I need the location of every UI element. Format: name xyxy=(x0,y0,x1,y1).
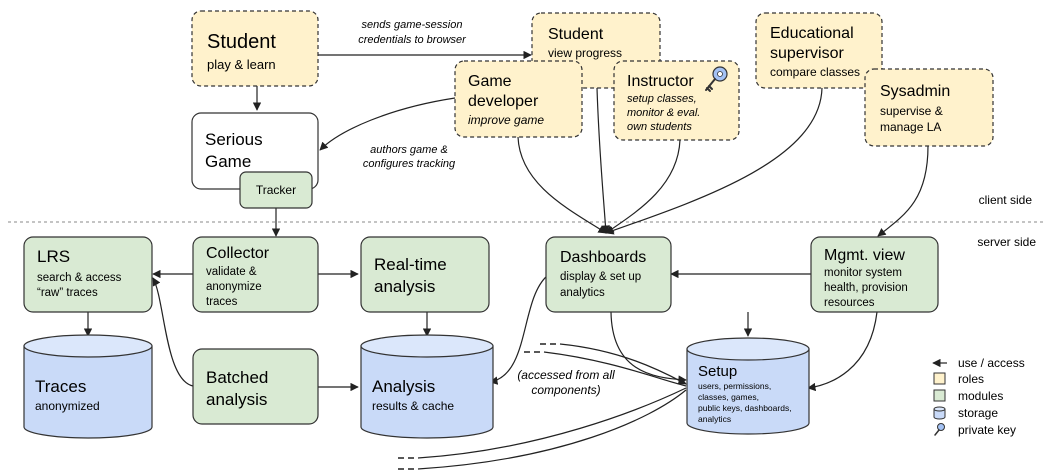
legend-modules-label: modules xyxy=(958,389,1003,403)
role-sysadmin-sub-2: manage LA xyxy=(880,120,941,134)
role-game-developer-title-1: Game xyxy=(468,73,512,90)
accessed-label-2: components) xyxy=(531,383,600,397)
module-mgmt-sub-3: resources xyxy=(824,297,875,309)
tracker-label: Tracker xyxy=(256,183,296,197)
edge-dashboards-to-setup xyxy=(610,311,687,384)
edge-all-to-setup-1 xyxy=(559,343,687,385)
module-lrs-sub-1: search & access xyxy=(37,272,122,284)
edge-all-to-setup-4 xyxy=(417,389,687,470)
module-mgmt-sub-1: monitor system xyxy=(824,267,902,279)
module-collector-title: Collector xyxy=(206,245,270,262)
module-collector-sub-1: validate & xyxy=(206,266,257,278)
accessed-label-1: (accessed from all xyxy=(517,368,615,382)
serious-game-title-2: Game xyxy=(205,152,251,171)
instructor-private-key-icon xyxy=(705,66,728,92)
edge-developer-to-game xyxy=(319,97,456,151)
module-collector-sub-2: anonymize xyxy=(206,281,262,293)
legend-storage: storage xyxy=(933,406,998,420)
role-sysadmin: Sysadmin supervise & manage LA xyxy=(864,68,994,147)
legend-storage-label: storage xyxy=(958,406,998,420)
edge-all-to-setup-3 xyxy=(417,387,687,459)
role-instructor-sub-2: monitor & eval. xyxy=(627,107,700,119)
storage-analysis: Analysis results & cache xyxy=(360,334,494,439)
legend-modules: modules xyxy=(933,389,1003,403)
legend-roles-label: roles xyxy=(958,372,984,386)
edge-batched-to-lrs xyxy=(152,277,194,387)
module-lrs-title: LRS xyxy=(37,247,70,266)
serious-game-title-1: Serious xyxy=(205,130,263,149)
legend-roles: roles xyxy=(933,372,984,386)
legend-private-key: private key xyxy=(934,423,1016,437)
module-mgmt-view: Mgmt. view monitor system health, provis… xyxy=(810,236,939,313)
edge-instructor-to-dashboards xyxy=(605,139,681,234)
role-instructor-sub-1: setup classes, xyxy=(627,93,697,105)
storage-analysis-title: Analysis xyxy=(372,377,435,396)
module-dashboards-sub-2: analytics xyxy=(560,287,605,299)
legend-use-access-label: use / access xyxy=(958,356,1025,370)
storage-setup-sub-3: public keys, dashboards, xyxy=(698,403,792,413)
sends-label-1: sends game-session xyxy=(362,19,463,31)
module-dashboards: Dashboards display & set up analytics xyxy=(545,236,672,313)
legend-use-access: use / access xyxy=(932,356,1025,370)
role-edu-supervisor-title-2: supervisor xyxy=(770,45,844,62)
storage-setup-title: Setup xyxy=(698,363,737,380)
client-side-label: client side xyxy=(979,193,1033,207)
module-batched-title-1: Batched xyxy=(206,368,268,387)
edge-mgmt-to-setup xyxy=(807,311,878,392)
role-instructor-title: Instructor xyxy=(627,73,694,90)
module-collector-sub-3: traces xyxy=(206,296,238,308)
role-student-view-title: Student xyxy=(548,26,604,43)
legend-private-key-label: private key xyxy=(958,423,1016,437)
storage-setup-sub-1: users, permissions, xyxy=(698,381,771,391)
authors-label-1: authors game & xyxy=(370,144,448,156)
role-student-play-sub: play & learn xyxy=(207,57,276,72)
storage-setup: Setup users, permissions, classes, games… xyxy=(686,337,810,435)
module-mgmt-sub-2: health, provision xyxy=(824,282,908,294)
storage-setup-sub-4: analytics xyxy=(698,414,731,424)
module-realtime-title-2: analysis xyxy=(374,277,435,296)
sends-label-2: credentials to browser xyxy=(358,34,467,46)
role-student-play-title: Student xyxy=(207,31,276,53)
role-game-developer: Game developer improve game xyxy=(454,60,583,138)
edge-developer-to-dashboards xyxy=(517,136,607,234)
edge-supervisor-to-dashboards xyxy=(605,87,823,235)
module-dashboards-sub-1: display & set up xyxy=(560,271,641,283)
module-collector: Collector validate & anonymize traces xyxy=(192,236,319,313)
module-batched-title-2: analysis xyxy=(206,390,267,409)
role-game-developer-title-2: developer xyxy=(468,93,539,110)
module-dashboards-title: Dashboards xyxy=(560,249,646,266)
role-instructor: Instructor setup classes, monitor & eval… xyxy=(613,60,740,141)
tracker-box: Tracker xyxy=(239,171,313,209)
role-student-play: Student play & learn xyxy=(191,10,319,87)
role-sysadmin-sub-1: supervise & xyxy=(880,104,943,118)
storage-analysis-sub: results & cache xyxy=(372,399,454,413)
private-key-icon xyxy=(934,423,945,436)
module-realtime-title-1: Real-time xyxy=(374,255,447,274)
server-side-label: server side xyxy=(977,235,1036,249)
role-edu-supervisor-sub: compare classes xyxy=(770,65,860,79)
role-student-view-sub: view progress xyxy=(548,46,622,60)
storage-setup-sub-2: classes, games, xyxy=(698,392,759,402)
module-realtime: Real-time analysis xyxy=(360,236,490,313)
module-lrs-sub-2: “raw” traces xyxy=(37,287,98,299)
role-edu-supervisor-title-1: Educational xyxy=(770,25,854,42)
storage-traces-sub: anonymized xyxy=(35,399,100,413)
legend: use / access roles modules storage priva… xyxy=(932,356,1025,437)
role-game-developer-sub: improve game xyxy=(468,113,544,127)
role-sysadmin-title: Sysadmin xyxy=(880,83,950,100)
edge-dashboards-to-analysis xyxy=(489,275,548,385)
module-batched: Batched analysis xyxy=(192,348,319,425)
edge-sysadmin-to-mgmt xyxy=(877,145,929,237)
storage-traces: Traces anonymized xyxy=(23,334,153,439)
module-mgmt-title: Mgmt. view xyxy=(824,247,905,264)
module-lrs: LRS search & access “raw” traces xyxy=(23,236,153,313)
storage-traces-title: Traces xyxy=(35,377,86,396)
authors-label-2: configures tracking xyxy=(363,158,456,170)
role-instructor-sub-3: own students xyxy=(627,121,692,133)
role-educational-supervisor: Educational supervisor compare classes xyxy=(755,12,883,89)
edge-studentview-to-dashboards xyxy=(596,87,610,234)
edge-all-to-setup-2 xyxy=(543,351,687,387)
